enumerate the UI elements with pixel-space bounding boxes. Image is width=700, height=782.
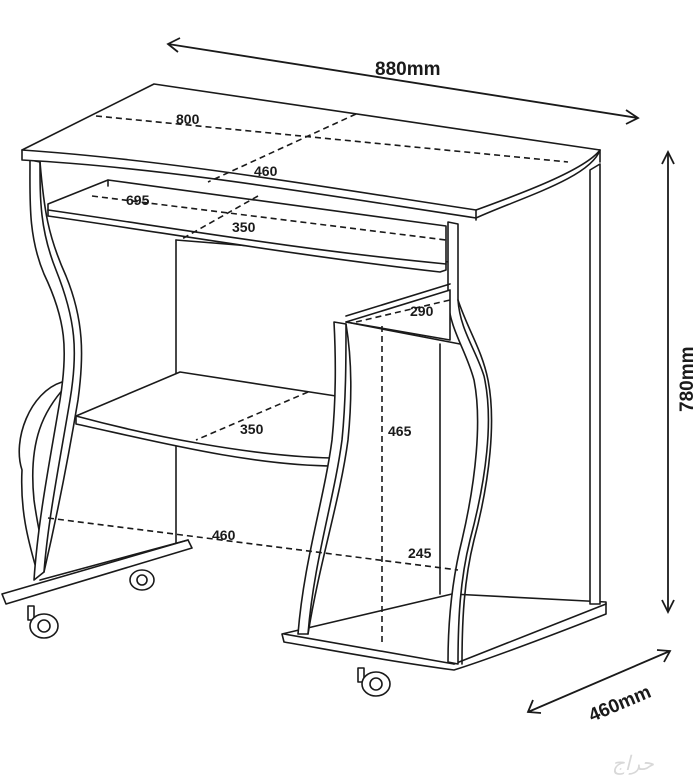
depth-dimension-arrow [526, 649, 672, 714]
cpu-shelf [345, 289, 451, 341]
caster-front-right [357, 667, 391, 697]
cpu-height-label: 465 [388, 423, 412, 439]
lower-shelf [75, 371, 337, 467]
watermark: حراج [612, 751, 655, 775]
caster-front-left [27, 605, 59, 639]
top-width-dash [95, 115, 569, 163]
overall-width-label: 880mm [375, 59, 441, 80]
cpu-side-panel [297, 321, 347, 635]
top-width-label: 800 [176, 111, 200, 127]
top-depth-label: 460 [254, 163, 278, 179]
height-dimension-arrow [661, 149, 675, 615]
left-base [1, 539, 193, 605]
tray-width-label: 695 [126, 192, 150, 208]
tray-depth-dash [179, 195, 259, 241]
overall-depth-label: 460mm [586, 682, 654, 727]
lower-shelf-depth-dash [195, 391, 309, 441]
desk-top [21, 83, 601, 219]
base-depth-dash [47, 517, 459, 571]
right-outer-panel [589, 163, 601, 605]
cpu-base-label: 245 [408, 545, 432, 561]
caster-rear-left [129, 569, 155, 591]
rear-left-leg [18, 381, 67, 569]
lower-shelf-label: 350 [240, 421, 264, 437]
cpu-shelf-dash [355, 299, 451, 323]
tray-depth-label: 350 [232, 219, 256, 235]
overall-height-label: 780mm [677, 347, 698, 413]
base-depth-label: 460 [212, 527, 236, 543]
right-leg [447, 221, 490, 665]
cpu-shelf-label: 290 [410, 303, 434, 319]
top-depth-dash [207, 113, 357, 183]
width-dimension-arrow [166, 37, 640, 125]
right-base [281, 593, 607, 671]
